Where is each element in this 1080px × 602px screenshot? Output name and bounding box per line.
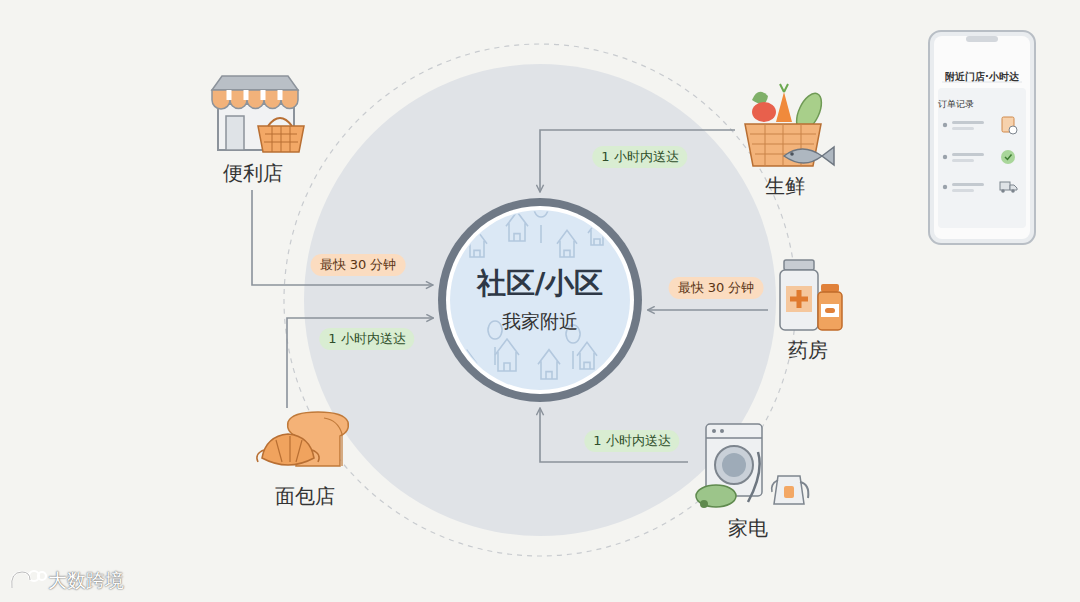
store-icon [212,76,304,152]
store-label: 便利店 [223,160,283,186]
phone-shape [924,30,1040,245]
watermark: 大数跨境 [48,568,124,594]
phone-title: 附近门店·小时达 [924,70,1040,84]
delivery-connector [540,408,688,462]
order-row [943,182,1017,193]
inner-ring [446,206,634,394]
delivery-connector [287,318,434,408]
store-label: 面包店 [275,483,335,509]
bakery-icon [257,412,348,466]
community-title: 社区/小区 [477,265,604,301]
delivery-time-tag: 最快 30 分钟 [311,254,406,276]
store-node: 便利店 [200,68,305,190]
phone-notch [966,36,998,42]
store-node: 药房 [768,255,848,367]
watermark-logo [12,571,46,588]
dashed-ring [284,44,796,556]
store-node: 面包店 [250,408,360,513]
phone-section-label: 订单记录 [938,98,1040,110]
delivery-connector [648,309,768,311]
store-label: 生鲜 [765,173,805,199]
store-node: 家电 [688,418,808,545]
phone-mockup: 附近门店·小时达订单记录 [924,30,1040,245]
delivery-time-tag: 1 小时内送达 [319,328,414,350]
delivery-connector [252,190,433,285]
community-subtitle: 我家附近 [502,307,578,335]
fresh-food-icon [745,84,834,166]
phone-body [929,31,1035,244]
order-row [943,150,1015,164]
order-row [943,117,1017,134]
community-circle: 社区/小区我家附近 [437,197,643,403]
house-outlines [457,199,606,379]
store-node: 生鲜 [735,85,835,203]
circle-fill [450,210,630,390]
delivery-time-tag: 1 小时内送达 [584,430,679,452]
delivery-connector [540,130,735,192]
service-area [304,64,776,536]
pharmacy-icon [780,260,842,330]
outer-ring [438,198,642,402]
delivery-time-tag: 最快 30 分钟 [669,277,764,299]
delivery-time-tag: 1 小时内送达 [592,146,687,168]
appliance-icon [696,424,808,508]
phone-screen [934,36,1030,239]
store-label: 药房 [788,337,828,363]
store-label: 家电 [728,515,768,541]
